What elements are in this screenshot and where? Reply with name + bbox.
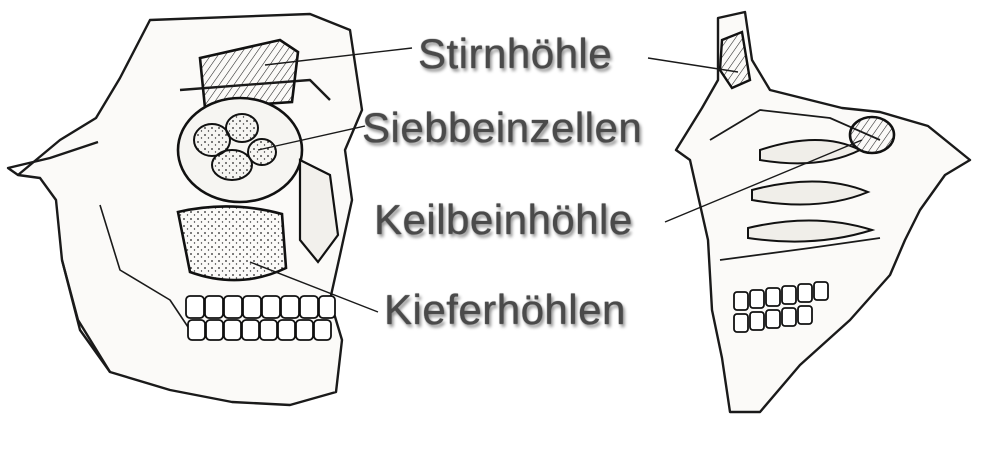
label-siebbeinzellen: Siebbeinzellen [362, 104, 642, 152]
label-kieferhoehlen: Kieferhöhlen [384, 286, 626, 334]
label-keilbeinhoehle: Keilbeinhöhle [374, 196, 633, 244]
sphenoid-sinus [850, 117, 894, 153]
label-stirnhoehle: Stirnhöhle [418, 30, 612, 78]
